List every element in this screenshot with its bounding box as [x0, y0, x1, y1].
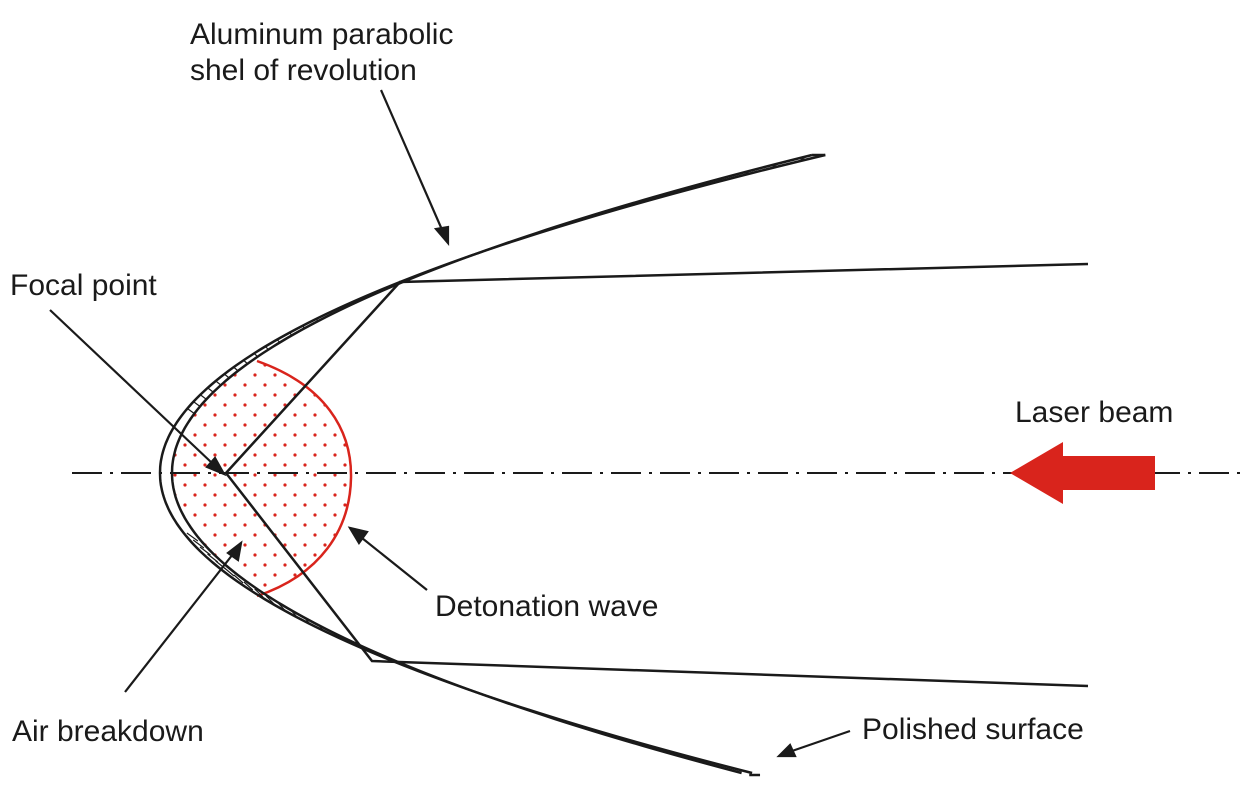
leader-focal — [49, 309, 213, 464]
shell-inner-wall — [170, 153, 813, 775]
shell-hatch-mark — [243, 581, 254, 591]
laser-ray-lower — [225, 472, 1089, 688]
shell-hatch-mark — [254, 588, 264, 598]
leader-focal-head — [205, 456, 227, 477]
laser-ray-upper — [225, 262, 1089, 474]
shell-hatch-mark — [199, 546, 211, 556]
shell-hatch-mark — [192, 539, 205, 549]
label-detonation-wave: Detonation wave — [435, 590, 659, 623]
label-focal-point: Focal point — [10, 269, 157, 302]
label-shell-line1: Aluminum parabolic — [190, 18, 454, 51]
label-shell-line2: shel of revolution — [190, 54, 417, 87]
leader-detonation — [361, 537, 428, 591]
shell-hatch-mark — [233, 574, 244, 584]
leader-detonation-head — [347, 526, 369, 545]
detonation-wave-arc — [256, 359, 353, 598]
laser-arrow-icon — [1010, 442, 1155, 504]
shell-hatch-mark — [215, 560, 226, 570]
leader-air-head — [226, 540, 243, 562]
label-laser-beam: Laser beam — [1015, 396, 1174, 429]
leader-shell-head — [433, 225, 450, 246]
shell-end-caps — [749, 153, 826, 777]
shell-hatch-mark — [224, 567, 235, 577]
leader-polished-head — [776, 743, 797, 758]
leader-lines — [49, 89, 851, 758]
leader-air — [124, 553, 234, 693]
shell-hatch-mark — [186, 532, 199, 542]
air-breakdown-region — [172, 361, 352, 596]
leader-shell — [379, 89, 445, 233]
label-air-breakdown: Air breakdown — [12, 715, 204, 748]
label-polished-surface: Polished surface — [862, 713, 1084, 746]
leader-polished — [791, 729, 851, 753]
